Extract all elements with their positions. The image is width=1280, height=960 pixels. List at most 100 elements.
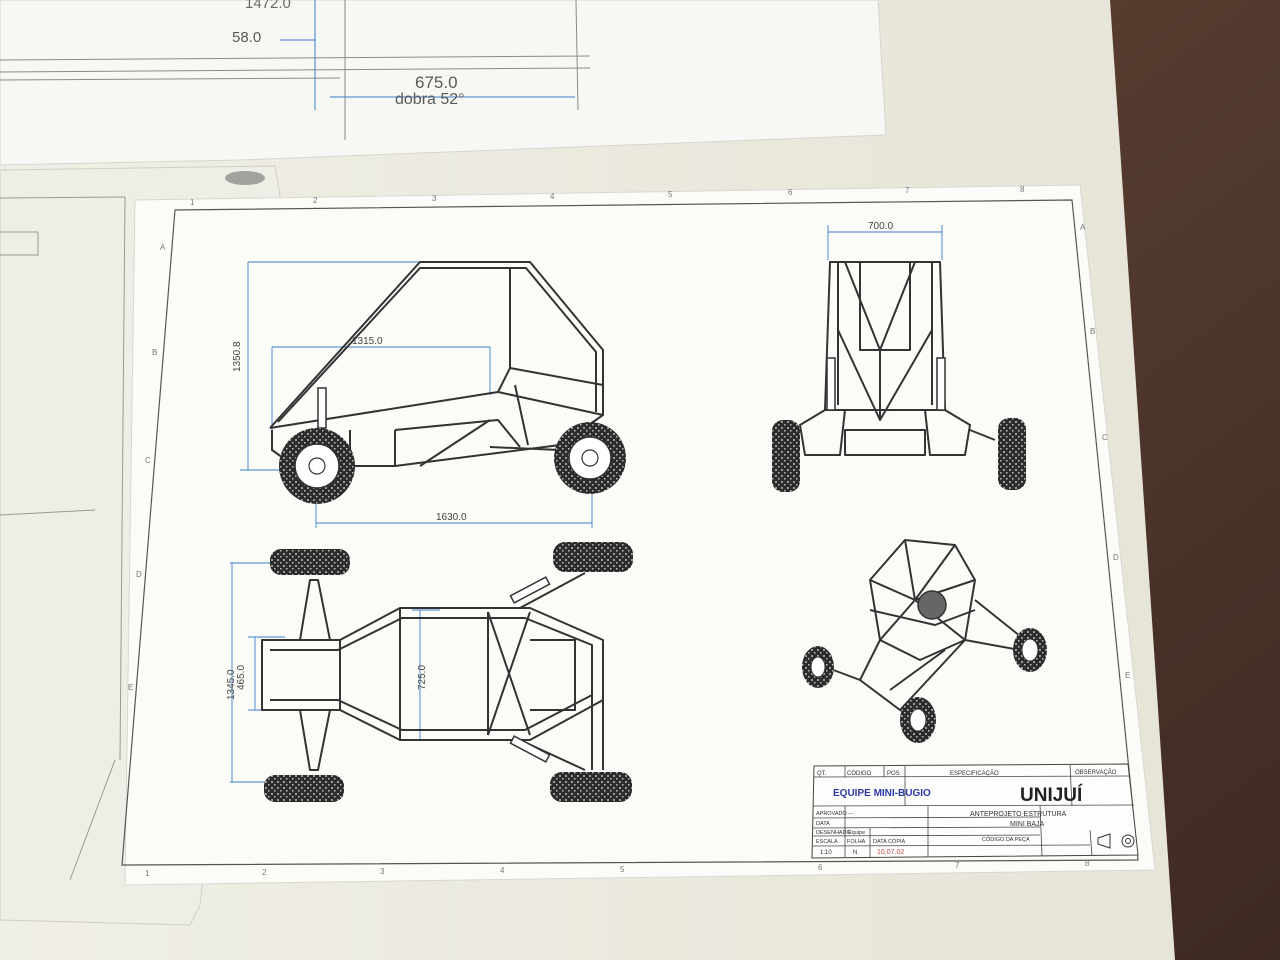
iso-wheel-rear-right	[900, 697, 936, 743]
drawn-label: DESENHADO	[816, 830, 852, 836]
col-qt-header: QT.	[817, 771, 827, 777]
projection-symbol	[1097, 833, 1135, 849]
main-drawing-sheet	[124, 184, 1156, 886]
svg-text:3: 3	[380, 867, 385, 876]
svg-text:B: B	[152, 348, 157, 357]
svg-text:7: 7	[955, 861, 960, 870]
sheet-label: FOLHA	[847, 839, 866, 845]
title-block-frame	[811, 763, 1139, 859]
iso-frame	[819, 539, 1026, 716]
top-drawing-sheet	[0, 0, 887, 166]
svg-text:6: 6	[788, 188, 793, 197]
svg-text:D: D	[1113, 553, 1119, 562]
iso-wheel-rear-left	[802, 646, 834, 688]
approved-value: ---	[848, 811, 854, 817]
top-front-wheel-upper	[553, 542, 633, 572]
side-view-dimension-lines	[240, 261, 593, 528]
title-block-grid	[812, 764, 1135, 857]
copy-date-value: 10.07.02	[877, 849, 904, 856]
col-pos-header: POS	[887, 771, 900, 777]
top-dim-c: 675.0	[415, 73, 458, 92]
front-width-dim: 700.0	[868, 221, 893, 232]
scale-label: ESCALA	[816, 839, 838, 845]
part-code-label: CÓDIGO DA PEÇA	[982, 836, 1030, 843]
iso-engine	[917, 590, 947, 620]
sheet-value: N	[853, 850, 857, 856]
team-name: EQUIPE MINI-BUGIO	[833, 788, 931, 799]
svg-text:8: 8	[1085, 859, 1090, 868]
svg-text:1: 1	[145, 869, 150, 878]
iso-wheel-front-right	[1013, 628, 1047, 672]
drawn-value: Equipe	[848, 830, 865, 836]
svg-text:6: 6	[818, 863, 823, 872]
svg-text:E: E	[128, 683, 133, 692]
side-view: 1350.8 1315.0 1630.0	[232, 261, 626, 528]
svg-text:C: C	[145, 456, 151, 465]
zone-row-labels-left: A B C D E	[128, 243, 166, 692]
svg-text:5: 5	[668, 190, 673, 199]
scale-value: 1:10	[820, 850, 832, 856]
top-shock-lower	[509, 735, 551, 763]
top-frame-dim: 725.0	[417, 665, 428, 690]
top-inner-dim: 465.0	[236, 665, 247, 690]
top-shock-upper	[509, 576, 551, 604]
col-code-header: CÓDIGO	[847, 770, 872, 777]
top-bend-note: dobra 52°	[395, 91, 465, 108]
svg-text:D: D	[136, 570, 142, 579]
zone-column-labels-bottom: 1 2 3 4 5 6 7 8	[145, 859, 1090, 878]
svg-text:4: 4	[550, 192, 555, 201]
svg-text:4: 4	[500, 866, 505, 875]
svg-text:2: 2	[313, 196, 318, 205]
side-rear-wheel	[279, 428, 355, 504]
svg-text:5: 5	[620, 865, 625, 874]
top-dim-b: 58.0	[232, 29, 261, 46]
front-frame	[774, 261, 996, 456]
isometric-view	[802, 539, 1047, 743]
top-rear-wheel-upper	[270, 549, 350, 575]
top-front-wheel-lower	[550, 772, 632, 802]
side-shock	[317, 387, 327, 429]
front-right-shock	[936, 357, 946, 411]
svg-text:A: A	[1080, 223, 1086, 232]
top-rear-wheel-lower	[264, 775, 344, 802]
top-frame	[261, 572, 604, 771]
front-left-wheel	[772, 420, 800, 492]
front-right-wheel	[998, 418, 1026, 490]
side-height-dim: 1350.8	[232, 341, 243, 372]
col-obs-header: OBSERVAÇÃO	[1075, 769, 1117, 776]
institution-name: UNIJUÍ	[1020, 784, 1083, 806]
svg-text:1: 1	[190, 198, 195, 207]
svg-text:A: A	[160, 243, 166, 252]
front-view-dimension-lines	[827, 225, 943, 260]
front-view: 700.0	[772, 221, 1026, 492]
col-spec-header: ESPECIFICAÇÃO	[950, 770, 999, 777]
top-sheet-dimensions	[280, 0, 575, 110]
front-left-shock	[826, 357, 836, 411]
zone-row-labels-right: A B C D E	[1080, 223, 1130, 680]
svg-text:B: B	[1090, 327, 1095, 336]
project-subtitle: MINI BAJA	[1010, 821, 1045, 828]
top-sheet-lines	[0, 0, 591, 140]
copy-date-label: DATA CÓPIA	[873, 838, 906, 845]
svg-text:2: 2	[262, 868, 267, 877]
project-title: ANTEPROJETO ESTRUTURA	[970, 811, 1067, 818]
svg-text:C: C	[1102, 433, 1108, 442]
side-cabin-dim: 1315.0	[352, 336, 383, 347]
date-label: DATA	[816, 821, 830, 827]
top-dim-a: 1472.0	[245, 0, 291, 12]
top-view: 1345.0 465.0 725.0	[226, 542, 633, 802]
drawing-border	[121, 199, 1139, 866]
svg-text:E: E	[1125, 671, 1130, 680]
svg-text:3: 3	[432, 194, 437, 203]
svg-text:8: 8	[1020, 185, 1025, 194]
title-block: QT. CÓDIGO POS ESPECIFICAÇÃO OBSERVAÇÃO …	[811, 763, 1139, 859]
zone-column-labels-top: 1 2 3 4 5 6 7 8	[190, 185, 1025, 207]
side-front-wheel	[554, 422, 626, 494]
approved-label: APROVADO	[816, 811, 847, 817]
side-wheelbase-dim: 1630.0	[436, 512, 467, 523]
svg-text:7: 7	[905, 186, 910, 195]
left-sheet-smudge	[225, 171, 265, 185]
side-frame	[269, 261, 604, 471]
top-track-dim: 1345.0	[226, 669, 237, 700]
